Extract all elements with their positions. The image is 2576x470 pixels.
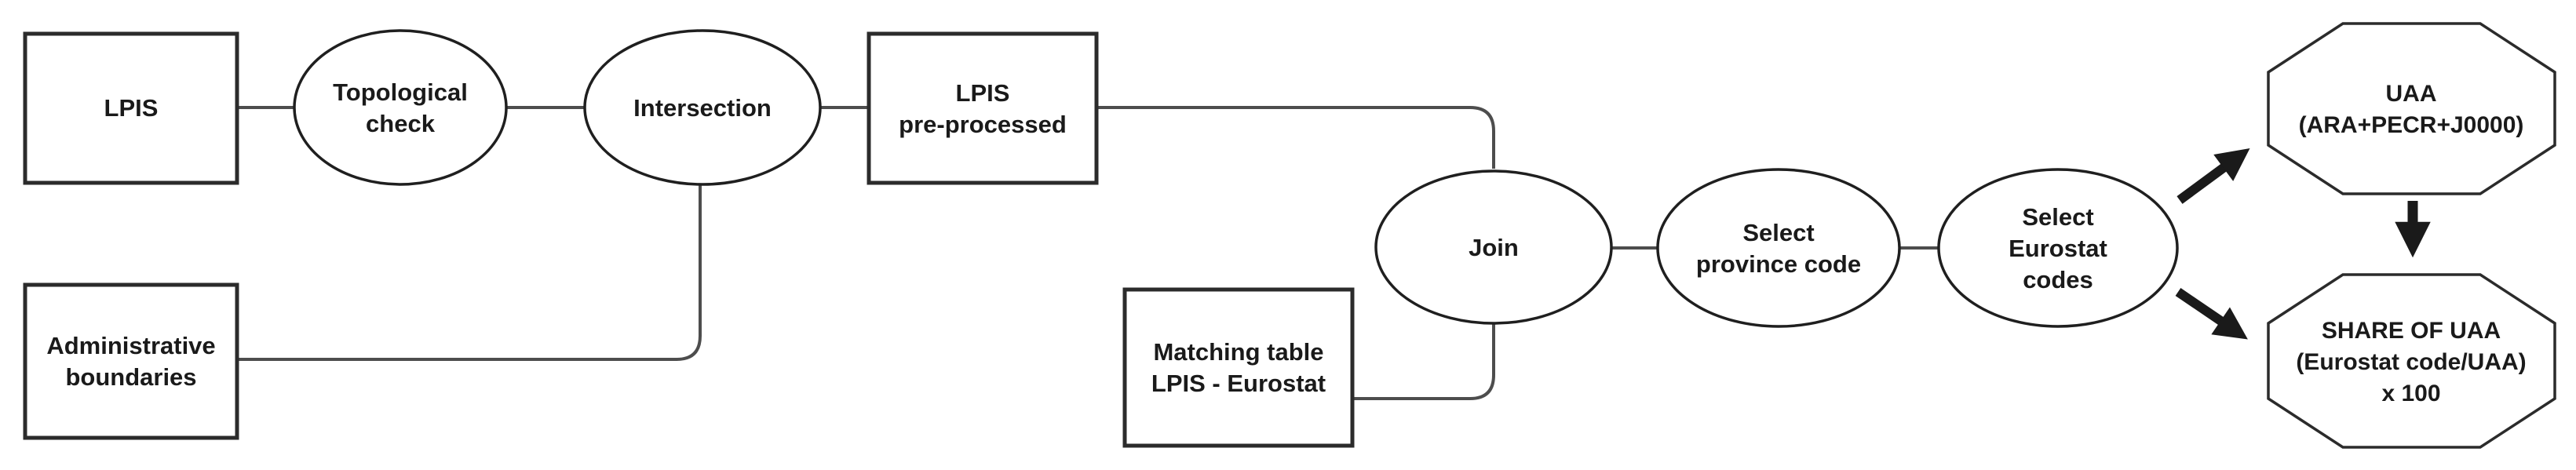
connector-lpis-preprocessed-to-join (1096, 106, 1495, 169)
node-share-of-uaa: SHARE OF UAA (Eurostat code/UAA) x 100 (2267, 273, 2556, 449)
join-ellipse-shape (1374, 169, 1613, 325)
uaa-label-line2: (ARA+PECR+J0000) (2299, 112, 2524, 138)
select-province-code-ellipse-shape (1656, 168, 1901, 328)
lpis-box-shape (23, 31, 239, 185)
arrow-up-right-icon (2176, 148, 2250, 204)
topological-check-label-line2: check (366, 110, 436, 137)
node-topological-check: Topological check (293, 29, 508, 186)
share-of-uaa-label-line2: (Eurostat code/UAA) (2296, 349, 2526, 375)
uaa-label-line1: UAA (2386, 81, 2437, 107)
node-matching-table: Matching table LPIS - Eurostat (1122, 287, 1355, 448)
node-select-eurostat-codes: Select Eurostat codes (1937, 168, 2179, 328)
matching-table-box-shape (1122, 287, 1355, 448)
matching-table-label-line2: LPIS - Eurostat (1151, 370, 1326, 397)
topological-check-ellipse-shape (293, 29, 508, 186)
intersection-ellipse-shape (583, 29, 822, 186)
node-administrative-boundaries: Administrative boundaries (23, 282, 239, 440)
administrative-boundaries-box-shape (23, 282, 239, 440)
intersection-label: Intersection (633, 94, 772, 122)
lpis-preprocessed-box-shape (867, 31, 1099, 185)
uaa-octagon-shape (2267, 22, 2556, 195)
lpis-preprocessed-label-line2: pre-processed (899, 111, 1067, 138)
matching-table-label-line1: Matching table (1153, 338, 1323, 366)
select-eurostat-codes-label-line3: codes (2023, 266, 2093, 293)
share-of-uaa-octagon-shape (2267, 273, 2556, 449)
node-intersection: Intersection (583, 29, 822, 186)
select-eurostat-codes-label-line1: Select (2022, 203, 2093, 231)
administrative-boundaries-label-line2: boundaries (65, 363, 196, 391)
select-eurostat-codes-label-line2: Eurostat (2009, 235, 2107, 262)
node-join: Join (1374, 169, 1613, 325)
connector-matching-table-to-join (1352, 323, 1495, 400)
select-eurostat-codes-ellipse-shape (1937, 168, 2179, 328)
node-uaa: UAA (ARA+PECR+J0000) (2267, 22, 2556, 195)
arrow-down-right-icon (2175, 288, 2248, 340)
node-select-province-code: Select province code (1656, 168, 1901, 328)
administrative-boundaries-label-line1: Administrative (46, 332, 215, 359)
select-province-code-label-line2: province code (1696, 250, 1861, 278)
node-lpis: LPIS (23, 31, 239, 185)
lpis-label: LPIS (104, 94, 159, 122)
topological-check-label-line1: Topological (333, 78, 468, 106)
select-province-code-label-line1: Select (1742, 219, 1814, 246)
join-label: Join (1469, 234, 1519, 261)
share-of-uaa-label-line1: SHARE OF UAA (2322, 318, 2501, 344)
share-of-uaa-label-line3: x 100 (2381, 381, 2440, 406)
connector-administrative-boundaries-to-intersection (237, 184, 702, 361)
lpis-preprocessed-label-line1: LPIS (956, 79, 1010, 107)
node-lpis-preprocessed: LPIS pre-processed (867, 31, 1099, 185)
